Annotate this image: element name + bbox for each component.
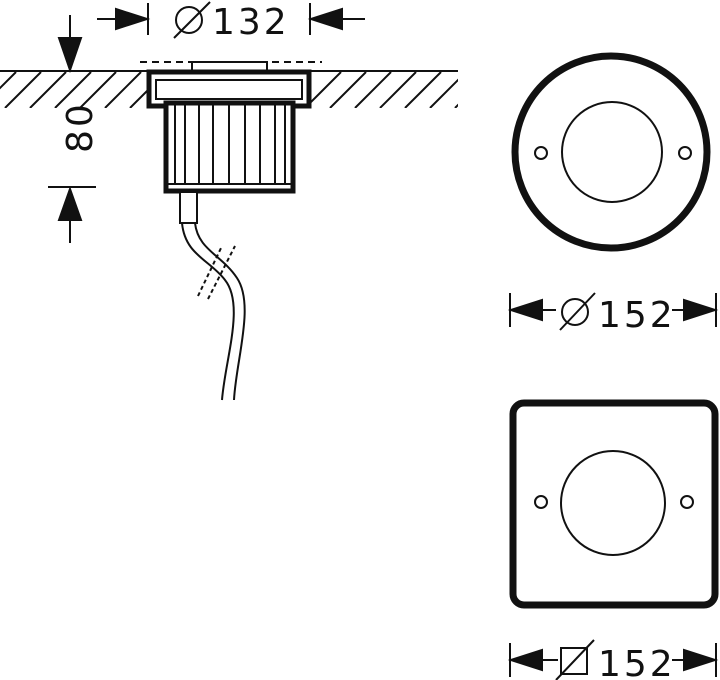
hatch-line [329,72,367,108]
hatch-line [429,78,458,108]
screw-hole-right [678,146,692,160]
screw-hole-left [534,495,548,509]
round-top-view: 152 [507,52,719,336]
round-frame [511,52,711,252]
ground-hatching [0,72,458,108]
hatch-line [0,72,17,90]
square-size-dimension [507,639,719,680]
hatch-line [354,72,392,108]
depth-label-80: 80 [60,101,101,153]
square-lens [560,450,666,556]
cable [181,222,235,401]
square-size-label-152: 152 [598,644,676,680]
cable-break-mark [197,245,236,300]
hatch-line [104,72,142,108]
hatch-line [54,72,92,108]
diameter-symbol-icon [561,298,589,326]
round-diameter-dimension [507,292,719,331]
screw-hole-right [680,495,694,509]
square-symbol-icon [560,647,588,675]
flange-band [155,79,303,100]
depth-dimension-80 [48,15,96,243]
diameter-symbol-icon [175,6,203,34]
round-lens [561,101,663,203]
hatch-line [454,103,458,108]
hatch-line [379,72,417,108]
hatch-line [79,72,117,108]
cable-gland [179,191,198,224]
diameter-label-132: 132 [212,2,290,43]
square-top-view: 152 [507,399,719,680]
heatsink-fins [168,104,291,185]
diameter-label-152: 152 [598,295,676,336]
hatch-line [4,72,42,108]
side-view: 132 80 [0,1,458,401]
hatch-line [404,72,442,108]
hatch-line [29,72,67,108]
diameter-dimension-132 [97,1,365,39]
screw-hole-left [534,146,548,160]
square-frame [509,399,719,609]
cable-edge [194,222,246,401]
